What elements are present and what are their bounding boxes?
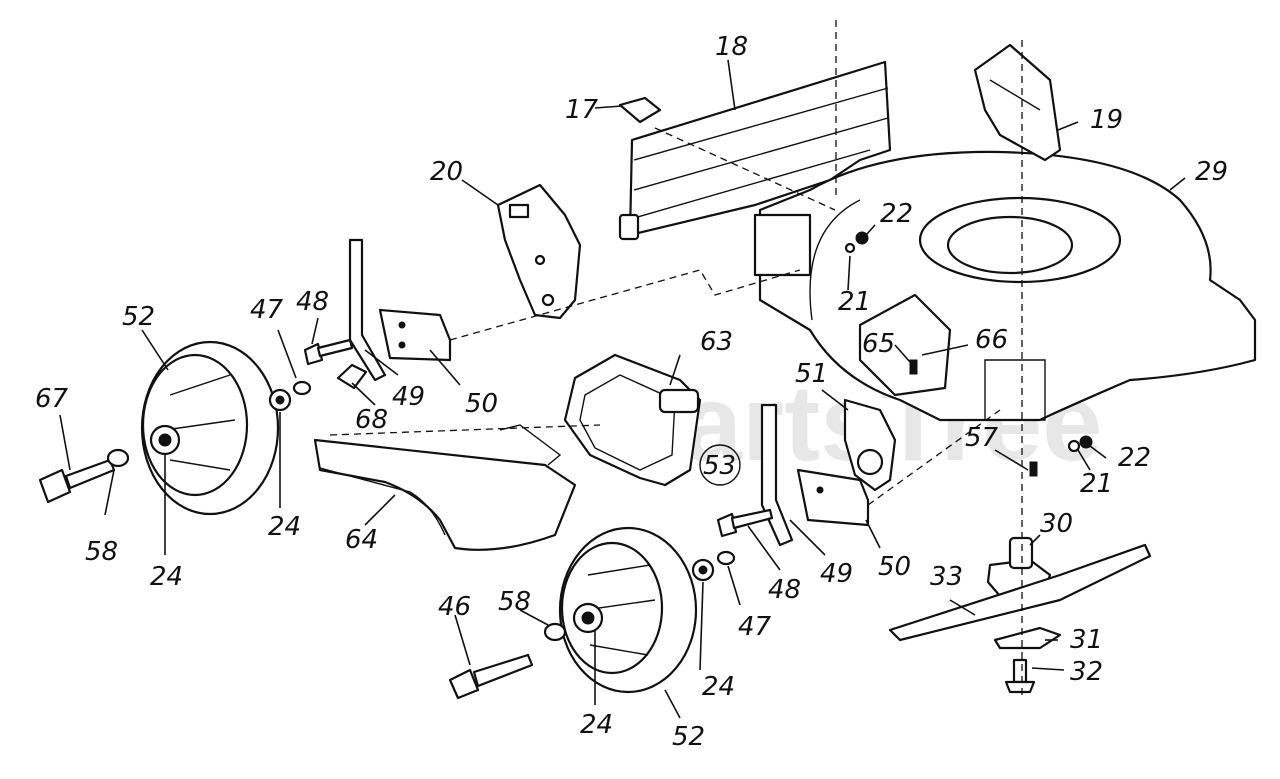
label-50-a: 50 (465, 389, 498, 419)
bolt-part-48-a (303, 338, 354, 366)
assembly-line-shield (329, 424, 601, 436)
nut-part-22-a (855, 231, 869, 245)
label-24-c: 24 (580, 710, 613, 740)
label-20: 20 (430, 157, 463, 187)
label-33: 33 (930, 562, 963, 592)
label-63: 63 (700, 327, 733, 357)
label-50-b: 50 (878, 552, 911, 582)
mower-blade-part-33 (888, 543, 1152, 642)
label-67: 67 (35, 384, 69, 414)
washer-part-21-b (1067, 439, 1081, 453)
label-24-b: 24 (268, 512, 301, 542)
label-19: 19 (1090, 105, 1123, 135)
screw-part-57 (1029, 461, 1038, 477)
rear-wheel-part-52-left (140, 340, 280, 516)
deflector-shield-part-64 (313, 424, 577, 551)
label-47-b: 47 (738, 612, 772, 642)
screw-part-65 (909, 359, 918, 375)
label-52-a: 52 (122, 302, 155, 332)
label-57: 57 (965, 423, 999, 453)
shoulder-bolt-part-67 (38, 458, 116, 504)
label-17: 17 (565, 95, 599, 125)
label-18: 18 (715, 32, 748, 62)
label-53-circle (699, 444, 741, 486)
label-58-b: 58 (498, 587, 531, 617)
blade-bolt-part-32 (1004, 658, 1036, 694)
label-24-d: 24 (702, 672, 735, 702)
part-labels: 17 18 19 20 21 21 22 22 24 24 24 24 29 3… (35, 32, 1228, 752)
front-wheel-part-52-right (558, 526, 698, 694)
label-48-b: 48 (768, 575, 801, 605)
rear-door-part-63 (563, 353, 702, 487)
shoulder-bolt-part-46 (448, 653, 534, 700)
spacer-part-68 (336, 363, 368, 390)
label-22-a: 22 (880, 199, 913, 229)
label-51: 51 (795, 359, 828, 389)
bushing-part-24-b (691, 558, 715, 582)
washer-part-47-a (292, 380, 312, 396)
label-48-a: 48 (296, 287, 329, 317)
leader-lines (59, 59, 1186, 719)
deflector-flap-part-66 (858, 293, 952, 397)
label-24-a: 24 (150, 562, 183, 592)
bracket-part-51 (843, 398, 897, 492)
axle-plate-part-50-right (796, 468, 870, 527)
rear-baffle-part-18 (618, 60, 892, 241)
bolt-part-48-b (716, 508, 774, 538)
label-47-a: 47 (250, 295, 284, 325)
label-32: 32 (1070, 657, 1103, 687)
label-21-a: 21 (838, 287, 871, 317)
washer-part-21-a (844, 242, 856, 254)
hinge-bracket-part-17 (618, 96, 662, 124)
label-22-b: 22 (1118, 443, 1151, 473)
assembly-line-baffle (654, 127, 836, 211)
label-21-b: 21 (1080, 469, 1113, 499)
label-64: 64 (345, 525, 378, 555)
label-49-b: 49 (820, 559, 853, 589)
washer-part-58-b (543, 622, 567, 642)
label-58-a: 58 (85, 537, 118, 567)
label-29: 29 (1195, 157, 1228, 187)
assembly-line-left-axle (449, 269, 801, 341)
label-46: 46 (438, 592, 471, 622)
height-adjuster-bracket-part-20 (496, 183, 582, 320)
label-66: 66 (975, 325, 1008, 355)
nut-part-22-b (1079, 435, 1093, 449)
label-52-b: 52 (672, 722, 705, 752)
bushing-part-24-a (268, 388, 292, 412)
axle-plate-part-50-left (378, 308, 452, 362)
label-53: 53 (703, 451, 736, 481)
label-49-a: 49 (392, 382, 425, 412)
blade-washer-part-31 (993, 626, 1062, 650)
label-31: 31 (1070, 625, 1103, 655)
assembly-line-right-axle (867, 409, 1001, 506)
label-68: 68 (355, 405, 388, 435)
label-65: 65 (862, 329, 895, 359)
washer-part-47-b (716, 550, 736, 566)
label-30: 30 (1040, 509, 1073, 539)
washer-part-58-a (106, 448, 130, 468)
handle-bracket-part-19 (973, 43, 1062, 162)
